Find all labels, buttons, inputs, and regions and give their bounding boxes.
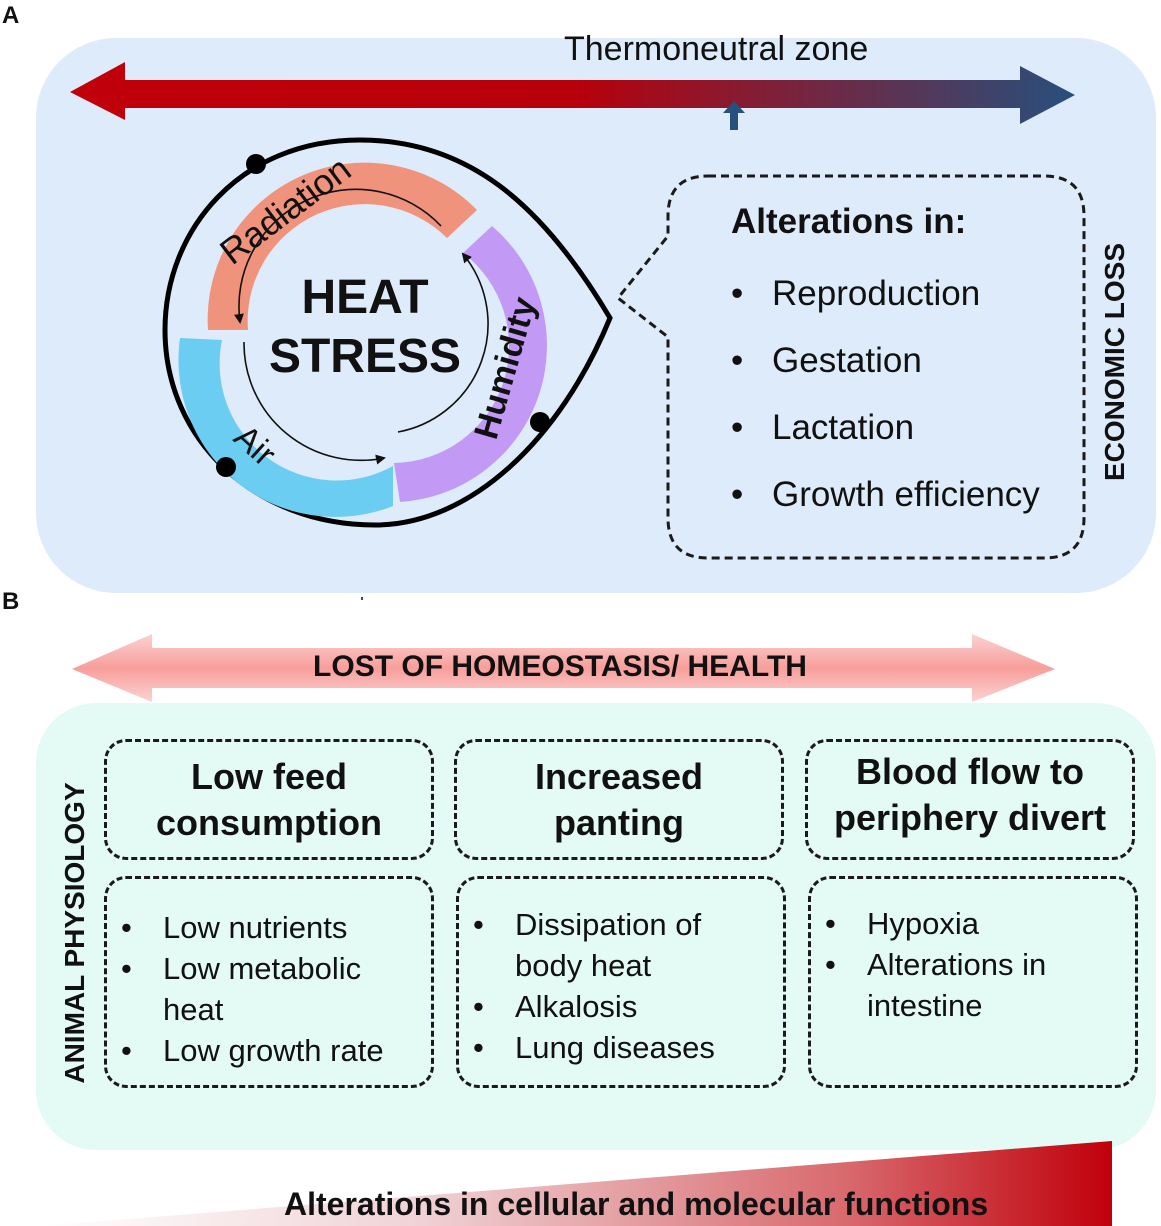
panel-label-a: A (2, 2, 20, 29)
alteration-item: Lactation (666, 408, 1086, 475)
effect-title-box: Blood flow to periphery divert (805, 739, 1135, 860)
effect-details-box: Dissipation of body heat Alkalosis Lung … (456, 876, 786, 1088)
effect-bullet: Low growth rate (107, 1030, 407, 1071)
effect-bullet: Dissipation of body heat (459, 904, 759, 986)
effect-bullet: Alkalosis (459, 986, 759, 1027)
dot-right (530, 412, 550, 432)
cycle-arrow-right (397, 252, 489, 433)
dot-bottom-left (216, 457, 236, 477)
humidity-segment (394, 226, 547, 502)
economic-loss-label: ECONOMIC LOSS (1099, 243, 1130, 482)
effect-title-line: Increased (534, 755, 704, 797)
alteration-item: Gestation (666, 341, 1086, 408)
effect-title-box: Increased panting (454, 739, 784, 860)
radiation-segment (207, 162, 478, 330)
dot-top-left (246, 154, 266, 174)
cycle-arrow-bottom (243, 341, 386, 465)
effect-title-line: Blood flow to (856, 750, 1084, 792)
effect-bullet: Alterations in intestine (811, 944, 1111, 1026)
alterations-list: Reproduction Gestation Lactation Growth … (666, 274, 1086, 542)
effect-details-box: Low nutrients Low metabolic heat Low gro… (104, 876, 434, 1088)
small-up-arrow (723, 101, 745, 130)
effect-details-box: Hypoxia Alterations in intestine (808, 876, 1138, 1088)
thermoneutral-arrow (70, 62, 1075, 124)
cellular-label: Alterations in cellular and molecular fu… (284, 1186, 989, 1222)
heat-stress-line1: HEAT (301, 271, 428, 324)
cycle-arrow-left (233, 188, 442, 324)
alteration-item: Reproduction (666, 274, 1086, 341)
effect-bullet: Low nutrients (107, 907, 407, 948)
effect-bullet: Lung diseases (459, 1027, 759, 1068)
heat-stress-line2: STRESS (269, 330, 461, 383)
effect-bullet: Hypoxia (811, 903, 1111, 944)
panel-label-b: B (2, 588, 20, 615)
teardrop-outline (162, 137, 613, 528)
heat-stress-diagram: Radiation Humidity Air HEAT STRESS (70, 62, 1086, 600)
animal-physiology-label: ANIMAL PHYSIOLOGY (59, 782, 90, 1084)
effect-title-box: Low feed consumption (104, 739, 434, 860)
thermoneutral-label: Thermoneutral zone (564, 30, 869, 68)
cellular-wedge (40, 1141, 1112, 1226)
effect-title-line: panting (554, 801, 684, 843)
homeostasis-arrow (72, 634, 1055, 702)
effect-title-line: consumption (156, 801, 382, 843)
bracket (360, 596, 364, 600)
alterations-title: Alterations in: (731, 202, 967, 241)
radiation-label: Radiation (212, 148, 358, 272)
homeostasis-label: LOST OF HOMEOSTASIS/ HEALTH (313, 650, 807, 683)
effect-title-line: periphery divert (833, 796, 1107, 838)
alterations-callout (615, 174, 1086, 560)
effect-bullet: Low metabolic heat (107, 948, 407, 1030)
alteration-item: Growth efficiency (666, 475, 1086, 542)
effect-title-line: Low feed (190, 755, 347, 797)
